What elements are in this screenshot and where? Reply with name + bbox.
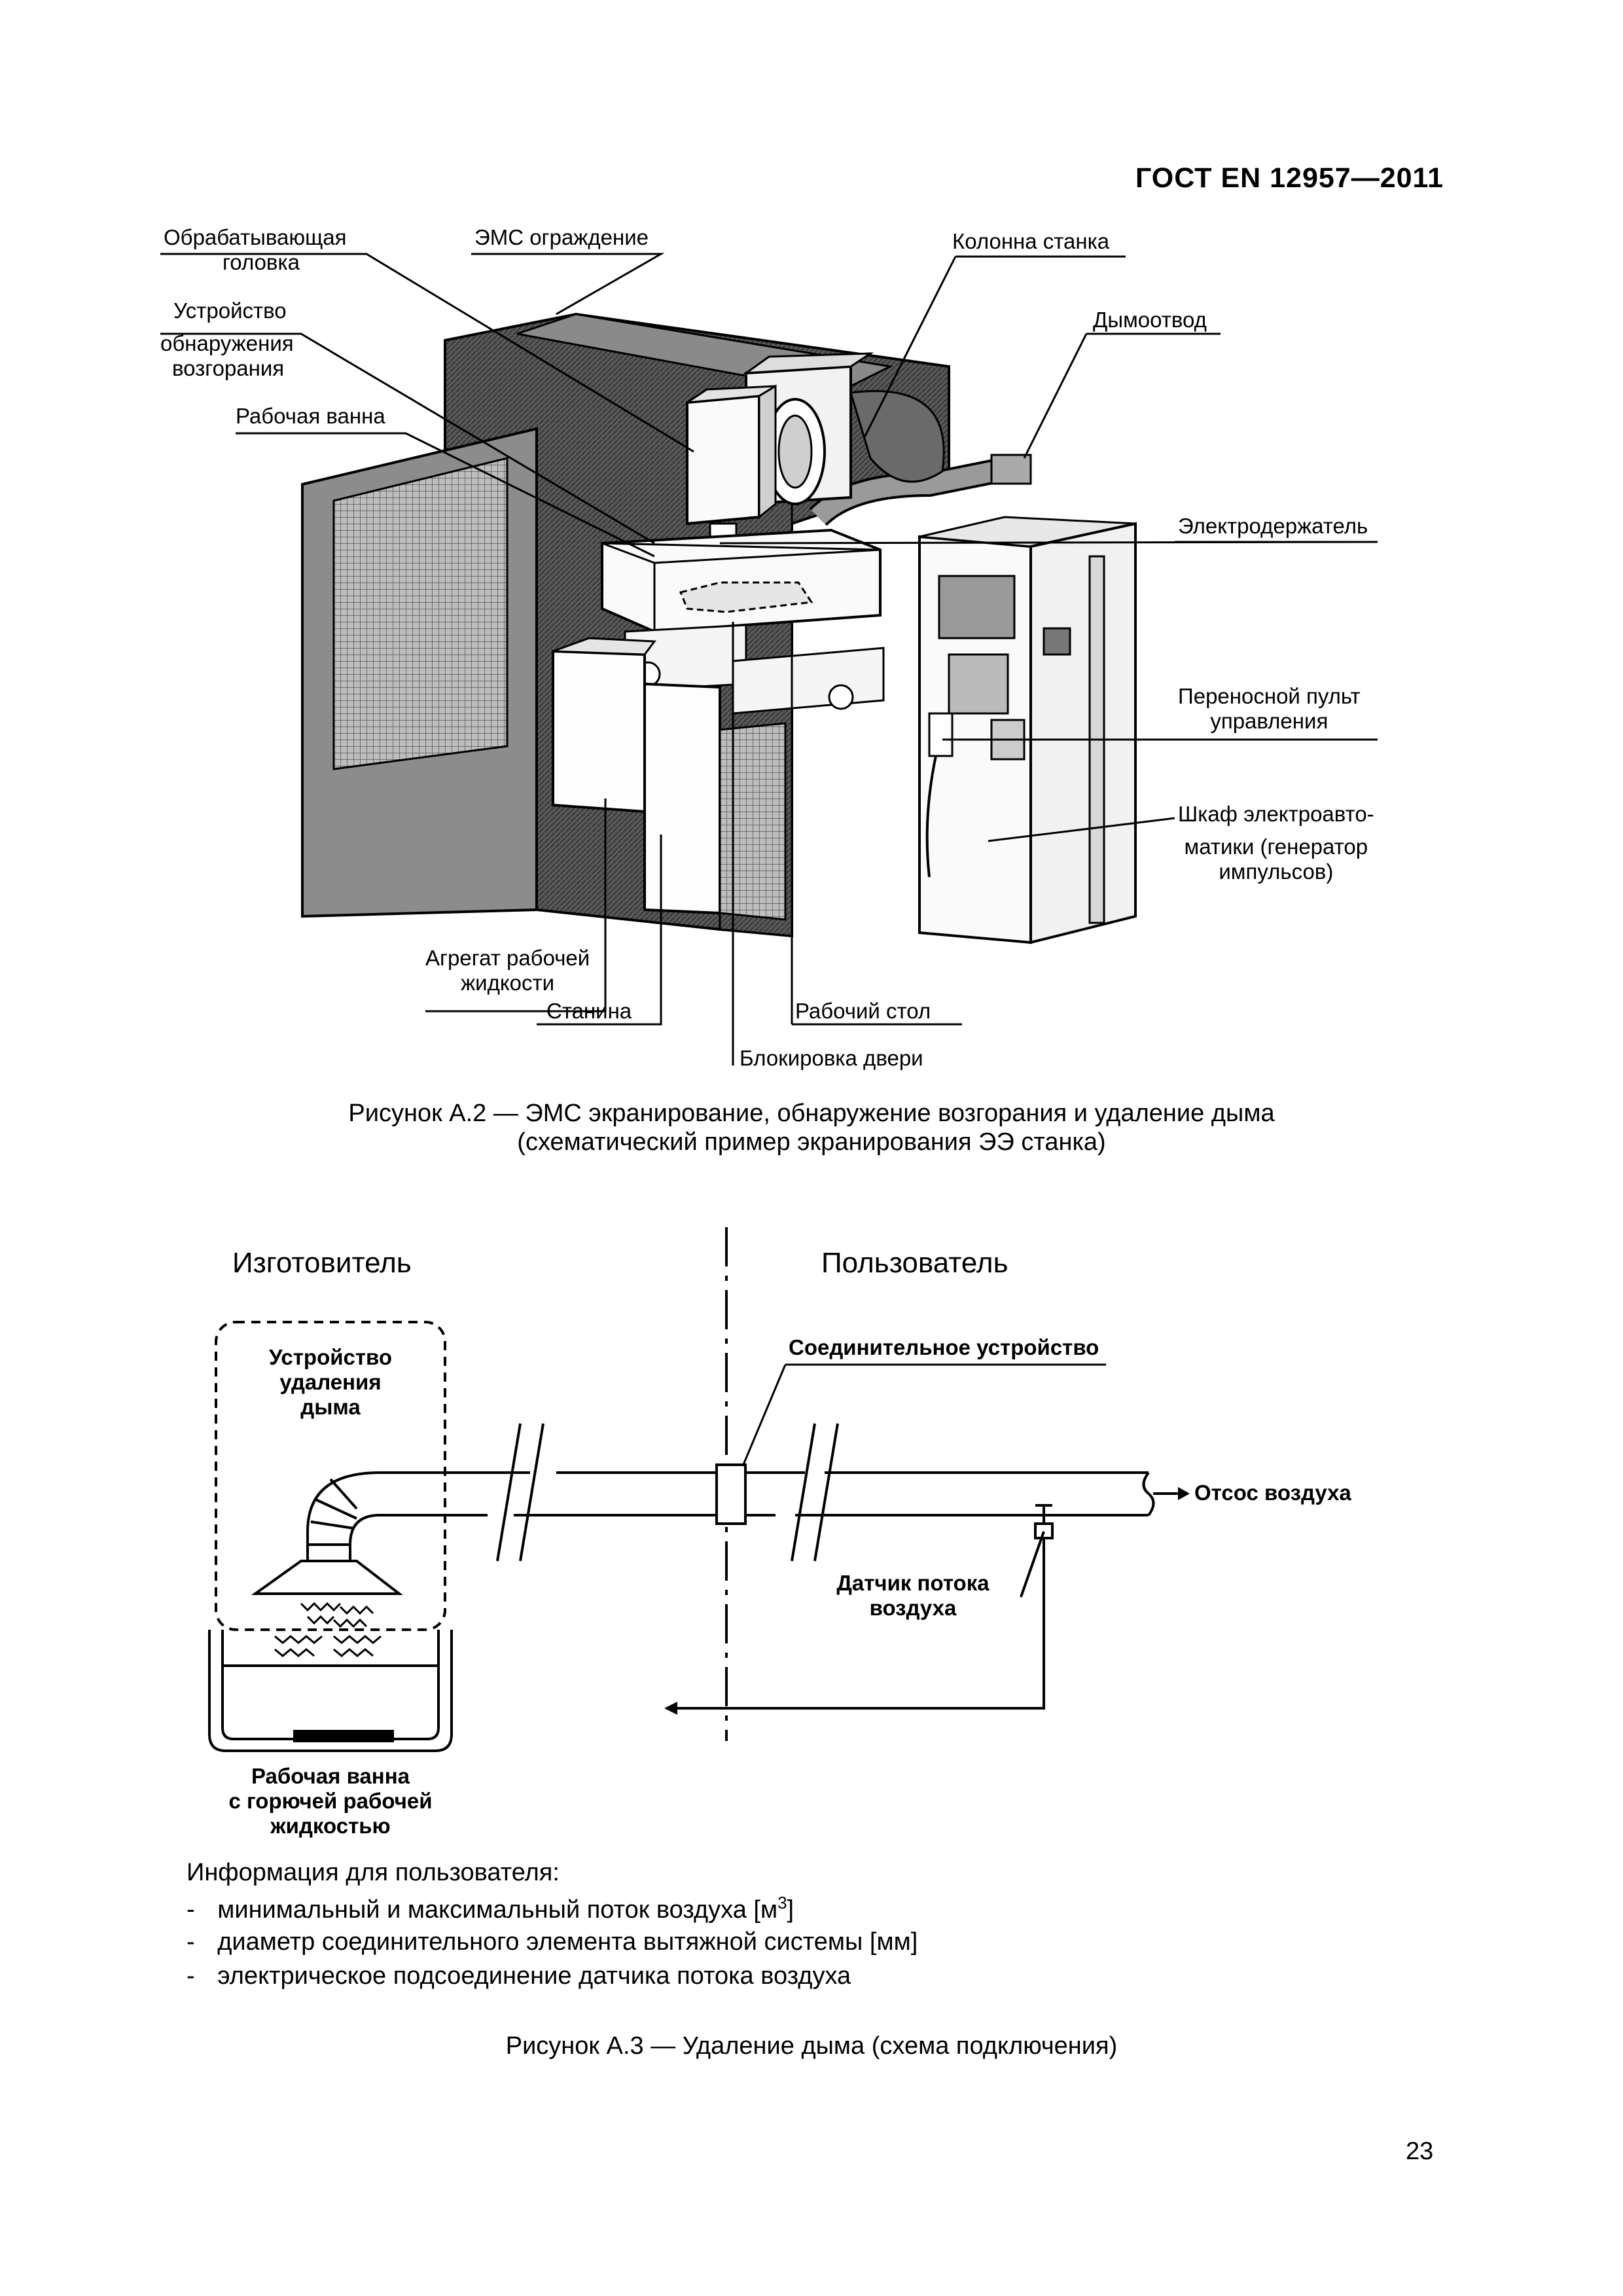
label-fluid-unit: Агрегат рабочей жидкости xyxy=(425,946,590,995)
label-fire-detector: Устройство обнаружения возгорания xyxy=(160,298,294,380)
work-tank xyxy=(601,528,882,634)
fumes xyxy=(274,1602,382,1657)
user-heading: Пользователь xyxy=(821,1247,1008,1279)
leader-lines xyxy=(160,253,1378,1066)
control-cabinet xyxy=(918,516,1137,944)
figure-a2-drawing xyxy=(160,253,1378,1066)
fig3-work-tank xyxy=(208,1630,453,1752)
label-door-interlock: Блокировка двери xyxy=(740,1046,923,1070)
label-bed: Станина xyxy=(546,999,632,1023)
label-emc-enclosure: ЭМС ограждение xyxy=(474,225,649,249)
user-info-title: Информация для пользователя: xyxy=(187,1859,560,1886)
label-control-cabinet: Шкаф электроавто- матики (генератор импу… xyxy=(1178,802,1374,884)
label-pendant: Переносной пульт управления xyxy=(1178,684,1361,733)
smoke-outlet-pipe xyxy=(809,390,1032,526)
label-machine-column: Колонна станка xyxy=(952,229,1110,253)
page-number: 23 xyxy=(1406,2138,1434,2165)
label-work-tank: Рабочая ванна xyxy=(236,404,385,428)
label-work-table: Рабочий стол xyxy=(795,999,931,1023)
figure-a2-caption: Рисунок А.2 — ЭМС экранирование, обнаруж… xyxy=(348,1100,1275,1156)
machining-head xyxy=(686,384,777,545)
label-smoke-device: Устройство удаления дыма xyxy=(268,1345,393,1419)
manufacturer-heading: Изготовитель xyxy=(232,1247,412,1279)
label-connector: Соединительное устройство xyxy=(789,1335,1099,1359)
label-air-exhaust: Отсос воздуха xyxy=(1194,1480,1351,1505)
machine-bed xyxy=(643,682,787,921)
label-machining-head: Обрабатывающая головка xyxy=(164,225,347,274)
figure-a3-caption: Рисунок А.3 — Удаление дыма (схема подкл… xyxy=(505,2032,1118,2060)
label-smoke-outlet: Дымоотвод xyxy=(1093,308,1207,332)
label-flow-sensor: Датчик потока воздуха xyxy=(836,1571,990,1620)
user-info-item: - минимальный и максимальный поток возду… xyxy=(187,1893,794,1924)
enclosure-door xyxy=(301,427,538,918)
flow-sensor xyxy=(677,1504,1054,1710)
label-fig3-work-tank: Рабочая ванна с горючей рабочей жидкость… xyxy=(228,1764,433,1838)
label-electrode-holder: Электродержатель xyxy=(1178,514,1368,538)
document-id: ГОСТ EN 12957—2011 xyxy=(1135,162,1444,194)
user-info-item: - электрическое подсоединение датчика по… xyxy=(187,1962,851,1990)
exhaust-duct xyxy=(251,1423,1178,1595)
user-info-item: - диаметр соединительного элемента вытяж… xyxy=(187,1928,918,1956)
fluid-unit xyxy=(552,637,656,814)
manufacturer-boundary xyxy=(215,1321,446,1631)
